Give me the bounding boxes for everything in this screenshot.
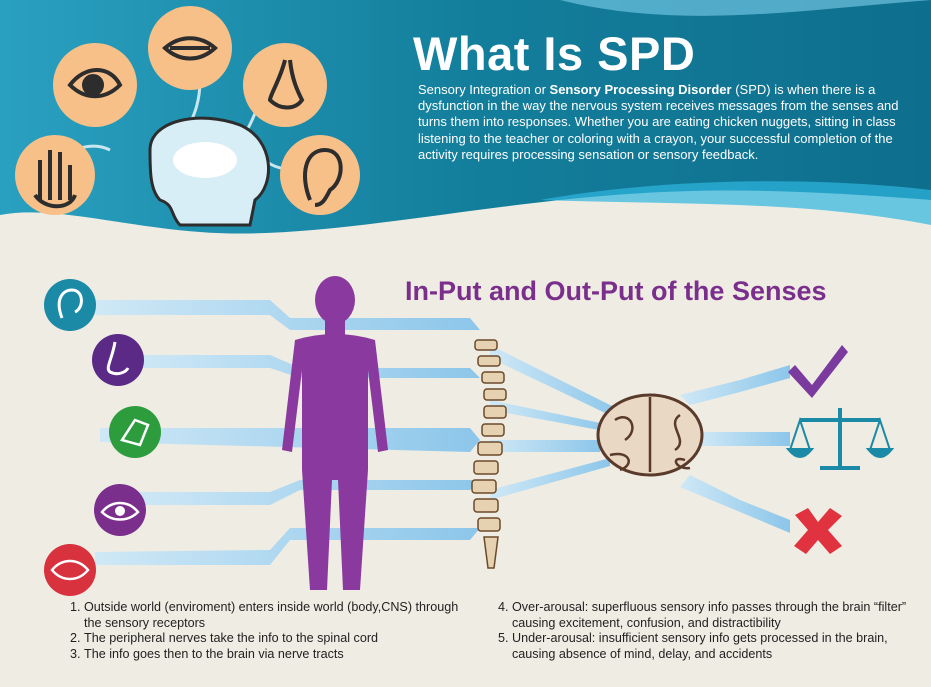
- steps-column-1: Outside world (enviroment) enters inside…: [62, 600, 472, 662]
- step-item: Under-arousal: insufficient sensory info…: [512, 631, 910, 662]
- intro-text: Sensory Integration or: [418, 82, 550, 97]
- human-figure: [282, 276, 388, 590]
- ear-bubble: [280, 135, 360, 215]
- hand-bubble: [15, 135, 95, 215]
- intro-text-rest: (SPD) is when there is a dysfunction in …: [418, 82, 899, 162]
- checkmark-icon: [788, 345, 848, 398]
- step-item: Over-arousal: superfluous sensory info p…: [512, 600, 910, 631]
- head-with-senses-illustration: [15, 6, 360, 227]
- intro-bold-term: Sensory Processing Disorder: [549, 82, 732, 97]
- spine: [471, 339, 507, 569]
- hand-icon: [109, 406, 161, 458]
- sense-icons: [44, 279, 161, 596]
- nose-icon: [92, 334, 144, 386]
- step-item: Outside world (enviroment) enters inside…: [84, 600, 472, 631]
- intro-paragraph: Sensory Integration or Sensory Processin…: [418, 82, 908, 163]
- ear-icon: [44, 279, 96, 331]
- x-mark-icon: [794, 508, 842, 554]
- mouth-icon: [44, 544, 96, 596]
- brain: [596, 393, 704, 477]
- step-item: The info goes then to the brain via nerv…: [84, 647, 472, 663]
- diagram-title: In-Put and Out-Put of the Senses: [405, 276, 827, 306]
- steps-column-2: Over-arousal: superfluous sensory info p…: [490, 600, 910, 662]
- scales-icon: [785, 408, 895, 470]
- page-title: What Is SPD: [413, 27, 696, 80]
- nose-bubble: [243, 43, 327, 127]
- output-icons: [785, 345, 895, 554]
- step-item: The peripheral nerves take the info to t…: [84, 631, 472, 647]
